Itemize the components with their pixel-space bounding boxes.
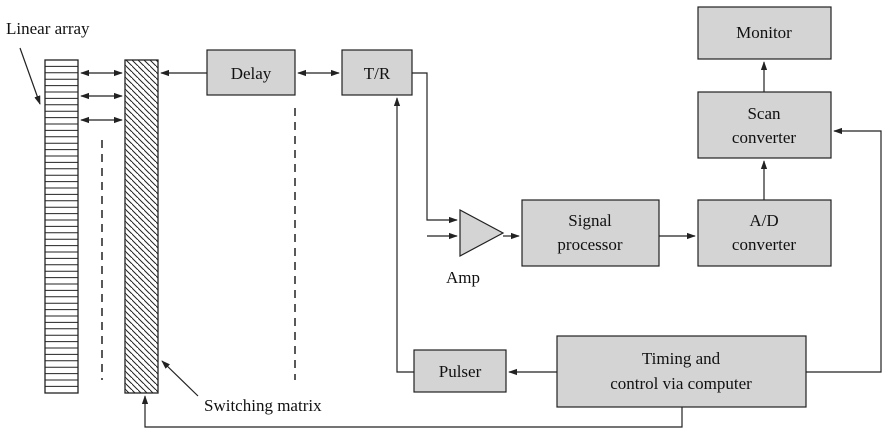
- switching-matrix: [124, 59, 159, 394]
- pulser-to-tr-wire: [393, 97, 414, 373]
- monitor-label: Monitor: [736, 23, 792, 42]
- tr-switch-block: [341, 49, 413, 96]
- tr-label: T/R: [364, 64, 391, 83]
- signal-processor-block: [521, 199, 660, 267]
- scan-converter-label-line2: converter: [732, 128, 797, 147]
- timing-to-scan-wire: [806, 127, 882, 373]
- ad-converter-label-line2: converter: [732, 235, 797, 254]
- monitor-block: [697, 6, 832, 60]
- ad-converter-block: [697, 199, 832, 267]
- pulser-label: Pulser: [439, 362, 482, 381]
- timing-control-label-line2: control via computer: [610, 374, 752, 393]
- timing-control-label-line1: Timing and: [642, 349, 721, 368]
- linear-array-label: Linear array: [6, 19, 90, 38]
- scan-converter-label-line1: Scan: [747, 104, 781, 123]
- timing-to-matrix-wire: [141, 395, 683, 428]
- delay-label: Delay: [231, 64, 272, 83]
- linear-array-pointer: [19, 47, 41, 105]
- linear-array: [44, 59, 79, 394]
- ad-converter-label-line1: A/D: [749, 211, 778, 230]
- delay-block: [206, 49, 296, 96]
- switching-matrix-label: Switching matrix: [204, 396, 322, 415]
- amp-label: Amp: [446, 268, 480, 287]
- tr-to-amp-wire: [412, 72, 458, 224]
- linear-array-elements: [45, 65, 78, 387]
- timing-control-block: [556, 335, 807, 408]
- amplifier-triangle: [459, 208, 505, 258]
- switching-matrix-pointer: [161, 360, 199, 397]
- signal-processor-label-line2: processor: [557, 235, 622, 254]
- scan-converter-block: [697, 91, 832, 159]
- signal-processor-label-line1: Signal: [568, 211, 612, 230]
- pulser-block: [413, 349, 507, 393]
